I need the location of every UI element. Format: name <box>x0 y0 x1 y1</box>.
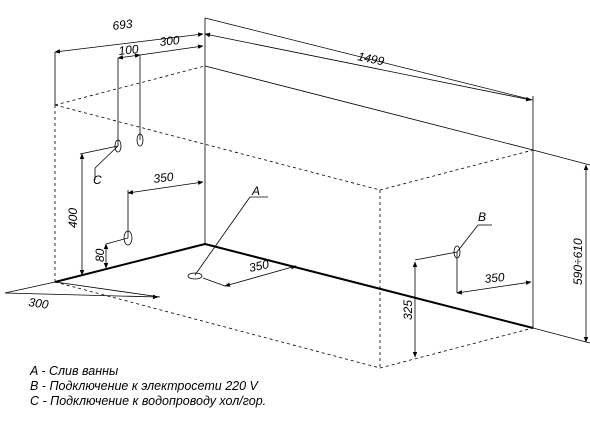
marker-a-label: A <box>251 184 260 198</box>
dim-1499-line <box>204 32 532 102</box>
dim-325-label: 325 <box>401 300 415 320</box>
legend-item-b: B - Подключение к электросети 220 V <box>30 379 258 393</box>
water-connection-hot <box>136 133 144 147</box>
drain-overflow-connection <box>123 230 133 246</box>
leader-a <box>194 196 251 276</box>
ext-400-top <box>79 145 119 155</box>
dim-590-610-label: 590÷610 <box>571 238 585 285</box>
marker-c-label: C <box>93 173 102 187</box>
dim-350-right-line <box>456 280 532 295</box>
top-back-edge-solid <box>204 65 534 151</box>
dim-400-label: 400 <box>66 208 80 228</box>
leader-c <box>94 145 119 169</box>
dim-693-label: 693 <box>112 17 134 33</box>
floor-edge-left <box>54 243 206 283</box>
tub-top-front <box>54 104 381 191</box>
ext-300-left-b <box>54 281 161 298</box>
dim-1499-label: 1499 <box>356 49 385 68</box>
water-connection-cold <box>114 139 122 153</box>
leader-b <box>456 224 479 253</box>
dim-300-left-label: 300 <box>28 295 50 312</box>
dim-300-left-line <box>4 292 159 300</box>
dim-80-label: 80 <box>93 248 107 262</box>
dim-300-top-label: 300 <box>159 33 181 49</box>
floor-edge-back <box>204 243 534 329</box>
dim-350-upper-label: 350 <box>153 170 175 186</box>
drain-pipe-stub <box>202 277 226 287</box>
dim-100-line <box>117 53 141 60</box>
dim-350-middle-label: 350 <box>248 257 271 275</box>
ext-300-left-a <box>4 281 56 294</box>
drain-outlet <box>187 272 203 280</box>
marker-b-label: B <box>478 210 486 224</box>
tub-bottom-front <box>54 281 381 369</box>
tub-bottom-right <box>379 327 534 369</box>
legend: A - Слив ванны B - Подключение к электро… <box>30 364 266 409</box>
ext-590-top <box>532 149 590 166</box>
dim-350-middle-line <box>224 265 297 287</box>
ext-590-bottom <box>532 327 590 344</box>
dim-350-right-label: 350 <box>484 270 506 286</box>
ext-b-left <box>414 251 458 261</box>
tub-top-left <box>54 65 206 106</box>
legend-item-a: A - Слив ванны <box>30 364 119 378</box>
ext-80-top <box>105 237 129 245</box>
dim-100-label: 100 <box>118 42 140 58</box>
dim-693-line <box>54 32 204 54</box>
tub-top-right <box>379 149 534 191</box>
dim-300-top-line <box>139 44 204 56</box>
dim-350-upper-line <box>127 180 204 195</box>
legend-item-c: C - Подключение к водопроводу хол/гор. <box>30 394 267 408</box>
